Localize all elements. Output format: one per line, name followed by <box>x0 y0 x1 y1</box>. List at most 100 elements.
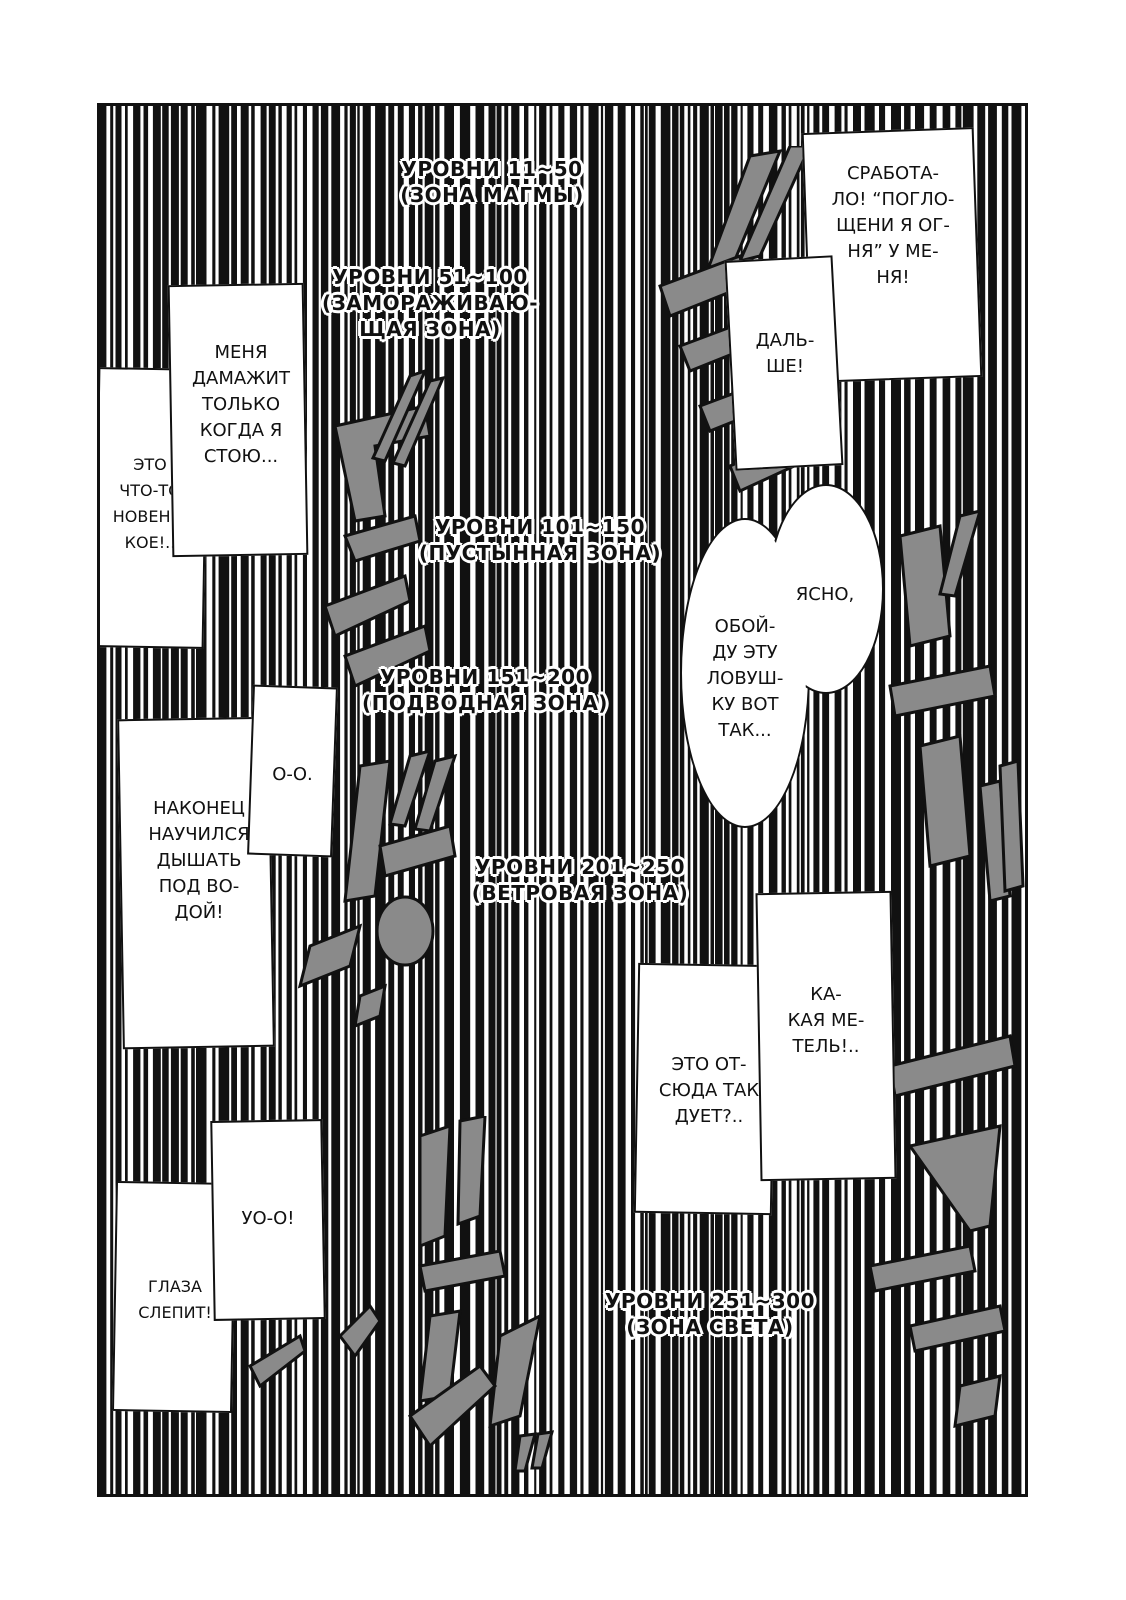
caption-line: (ЗАМОРАЖИВАЮ- <box>321 291 539 315</box>
speech-line: НЯ! <box>876 267 910 288</box>
sfx-fuo-right <box>868 1034 1017 1428</box>
sfx-go-ooo <box>323 368 445 689</box>
speed-line <box>558 106 565 1494</box>
speed-line <box>844 106 848 1494</box>
speech-line: ДОЙ! <box>174 902 224 923</box>
speech-text-worked: СРАБОТА- ЛО! “ПОГЛО- ЩЕНИ Я ОГ- НЯ” У МЕ… <box>818 161 968 291</box>
speed-line <box>459 106 471 1494</box>
speed-line <box>915 106 925 1494</box>
speech-line: УО-О! <box>241 1208 295 1229</box>
speech-bubble-bypass-cover <box>684 522 806 824</box>
speech-line: ЭТО <box>133 455 167 474</box>
speed-line <box>569 106 578 1494</box>
speed-line <box>588 106 599 1494</box>
speed-line <box>444 106 454 1494</box>
speech-line: ТОЛЬКО <box>202 394 280 415</box>
speed-line <box>781 106 786 1494</box>
speed-line <box>853 106 861 1494</box>
speech-text-new: ЭТО ЧТО-ТО НОВЕНЬ- КОЕ!.. <box>100 452 200 556</box>
speed-line <box>693 106 698 1494</box>
caption-line: УРОВНИ 101~150 <box>434 515 646 539</box>
speech-line: КАЯ МЕ- <box>787 1010 865 1031</box>
speed-line <box>699 106 709 1494</box>
speed-line <box>534 106 537 1494</box>
speed-line <box>549 106 553 1494</box>
speed-line <box>800 106 805 1494</box>
speed-line <box>418 106 423 1494</box>
speed-line <box>110 106 114 1494</box>
caption-line: (ПУСТЫННАЯ ЗОНА) <box>418 541 662 565</box>
speech-text-clear: ЯСНО, <box>780 582 870 608</box>
speed-line <box>891 106 901 1494</box>
speech-line: ЯСНО, <box>795 584 855 605</box>
speech-line: ДЫШАТЬ <box>156 850 242 871</box>
speech-line: НАУЧИЛСЯ <box>148 824 250 845</box>
speed-line <box>822 106 830 1494</box>
caption-line: (ВЕТРОВАЯ ЗОНА) <box>471 881 689 905</box>
speech-line: НАКОНЕЦ <box>153 798 245 819</box>
caption-light-zone: УРОВНИ 251~300 (ЗОНА СВЕТА) <box>585 1288 835 1340</box>
speed-line <box>648 106 656 1494</box>
speed-line <box>645 106 648 1494</box>
speed-line <box>511 106 520 1494</box>
caption-desert-zone: УРОВНИ 101~150 (ПУСТЫННАЯ ЗОНА) <box>400 514 680 566</box>
speech-line: КУ ВОТ <box>711 694 779 715</box>
speed-line <box>580 106 584 1494</box>
caption-line: УРОВНИ 201~250 <box>474 855 686 879</box>
speech-text-further: ДАЛЬ- ШЕ! <box>735 328 835 380</box>
speed-line <box>879 106 886 1494</box>
caption-line: (ЗОНА МАГМЫ) <box>400 183 584 207</box>
caption-magma-zone: УРОВНИ 11~50 (ЗОНА МАГМЫ) <box>372 156 612 208</box>
speech-line: ЭТО ОТ- <box>671 1054 747 1075</box>
speech-text-breathe: НАКОНЕЦ НАУЧИЛСЯ ДЫШАТЬ ПОД ВО- ДОЙ! <box>134 796 264 926</box>
speed-line <box>600 106 604 1494</box>
speed-line <box>331 106 341 1494</box>
speech-line: ДАЛЬ- <box>755 330 815 351</box>
speech-text-blows: ЭТО ОТ- СЮДА ТАК ДУЕТ?.. <box>648 1052 770 1130</box>
speech-line: СТОЮ... <box>203 446 279 467</box>
speed-line <box>813 106 820 1494</box>
speed-line <box>524 106 529 1494</box>
speech-line: ПОД ВО- <box>158 876 240 897</box>
speed-line <box>475 106 485 1494</box>
speech-line: НОВЕНЬ- <box>112 507 188 526</box>
speech-line: СЛЕПИТ! <box>138 1303 212 1322</box>
caption-freeze-zone: УРОВНИ 51~100 (ЗАМОРАЖИВАЮ- ЩАЯ ЗОНА) <box>310 264 550 342</box>
speed-line <box>496 106 502 1494</box>
speed-line <box>344 106 348 1494</box>
speed-line <box>504 106 509 1494</box>
speed-line <box>864 106 875 1494</box>
caption-line: УРОВНИ 151~200 <box>379 665 591 689</box>
speech-line: КА- <box>810 984 842 1005</box>
speed-line <box>660 106 671 1494</box>
speech-line: СРАБОТА- <box>846 163 940 184</box>
speech-line: ЩЕНИ Я ОГ- <box>836 215 950 236</box>
speed-line <box>807 106 810 1494</box>
speech-line: ТЕЛЬ!.. <box>792 1036 860 1057</box>
speech-line: НЯ” У МЕ- <box>847 241 939 262</box>
sfx-doryu <box>297 748 458 1029</box>
speed-line <box>604 106 614 1494</box>
speech-line: СЮДА ТАК <box>658 1080 760 1101</box>
speed-line <box>539 106 547 1494</box>
speech-line: ЛОВУШ- <box>706 668 784 689</box>
speech-line: ЧТО-ТО <box>119 481 181 500</box>
speech-line: ОБОЙ- <box>714 616 776 637</box>
caption-wind-zone: УРОВНИ 201~250 (ВЕТРОВАЯ ЗОНА) <box>450 854 710 906</box>
speech-line: ШЕ! <box>766 356 804 377</box>
caption-line: УРОВНИ 51~100 <box>332 265 528 289</box>
speed-line <box>100 106 107 1494</box>
manga-panel: УРОВНИ 11~50 (ЗОНА МАГМЫ) УРОВНИ 51~100 … <box>97 103 1028 1497</box>
speech-text-oh: О-О. <box>250 762 335 788</box>
speed-line <box>687 106 691 1494</box>
speech-line: ДУ ЭТУ <box>712 642 778 663</box>
speech-line: ЛО! “ПОГЛО- <box>831 189 955 210</box>
speed-line <box>672 106 679 1494</box>
speed-line <box>631 106 636 1494</box>
speech-line: КОЕ!.. <box>124 533 176 552</box>
caption-water-zone: УРОВНИ 151~200 (ПОДВОДНАЯ ЗОНА) <box>345 664 625 716</box>
caption-line: УРОВНИ 251~300 <box>604 1289 816 1313</box>
speed-line <box>679 106 685 1494</box>
speech-line: КОГДА Я <box>199 420 283 441</box>
caption-line: УРОВНИ 11~50 <box>401 157 583 181</box>
